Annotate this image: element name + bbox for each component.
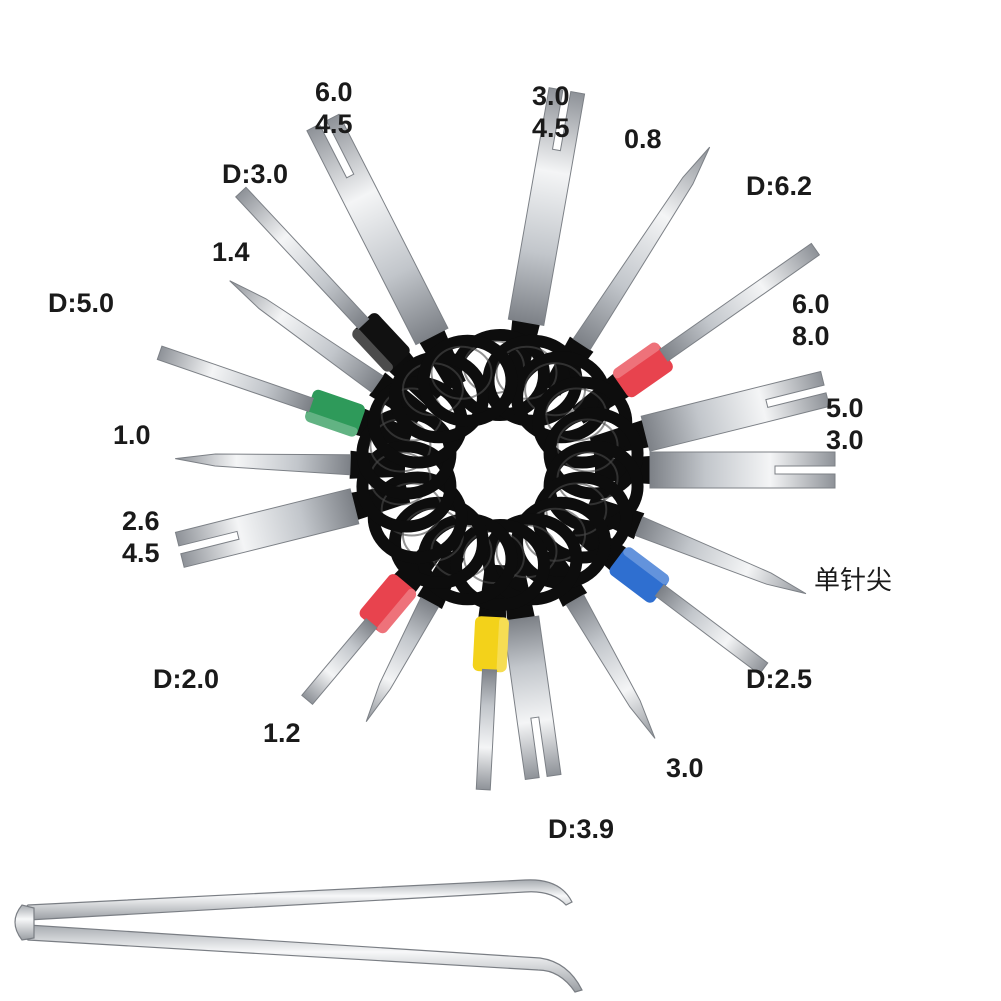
ring-handle: [388, 496, 489, 589]
label-tube-d5: D:5.0: [48, 288, 115, 318]
label-single-needle: 单针尖: [814, 566, 893, 596]
label-tube-d3: D:3.0: [222, 159, 289, 189]
label-tube-d3.9: D:3.9: [548, 814, 615, 844]
pin-extractor-set: [156, 87, 836, 791]
ring-handles: [356, 329, 644, 611]
ring-highlight: [556, 418, 619, 473]
ring-handle: [417, 334, 518, 427]
label-tube-d2: D:2.0: [153, 664, 220, 694]
ring-handle: [543, 407, 644, 500]
label-tube-d6.2: D:6.2: [746, 171, 813, 201]
label-tube-d2.5: D:2.5: [746, 664, 813, 694]
ring-highlight: [430, 345, 493, 400]
label-blade-0.8: 0.8: [624, 124, 662, 154]
tweezers: [14, 879, 583, 993]
ring-highlight: [495, 524, 558, 579]
tool-tube-d5: [156, 345, 414, 449]
label-blade-1.2: 1.2: [263, 718, 301, 748]
ring-handle: [356, 440, 457, 533]
label-blade-1.0: 1.0: [113, 420, 151, 450]
label-blade-1.4: 1.4: [212, 237, 250, 267]
label-blade-3.0: 3.0: [666, 753, 704, 783]
